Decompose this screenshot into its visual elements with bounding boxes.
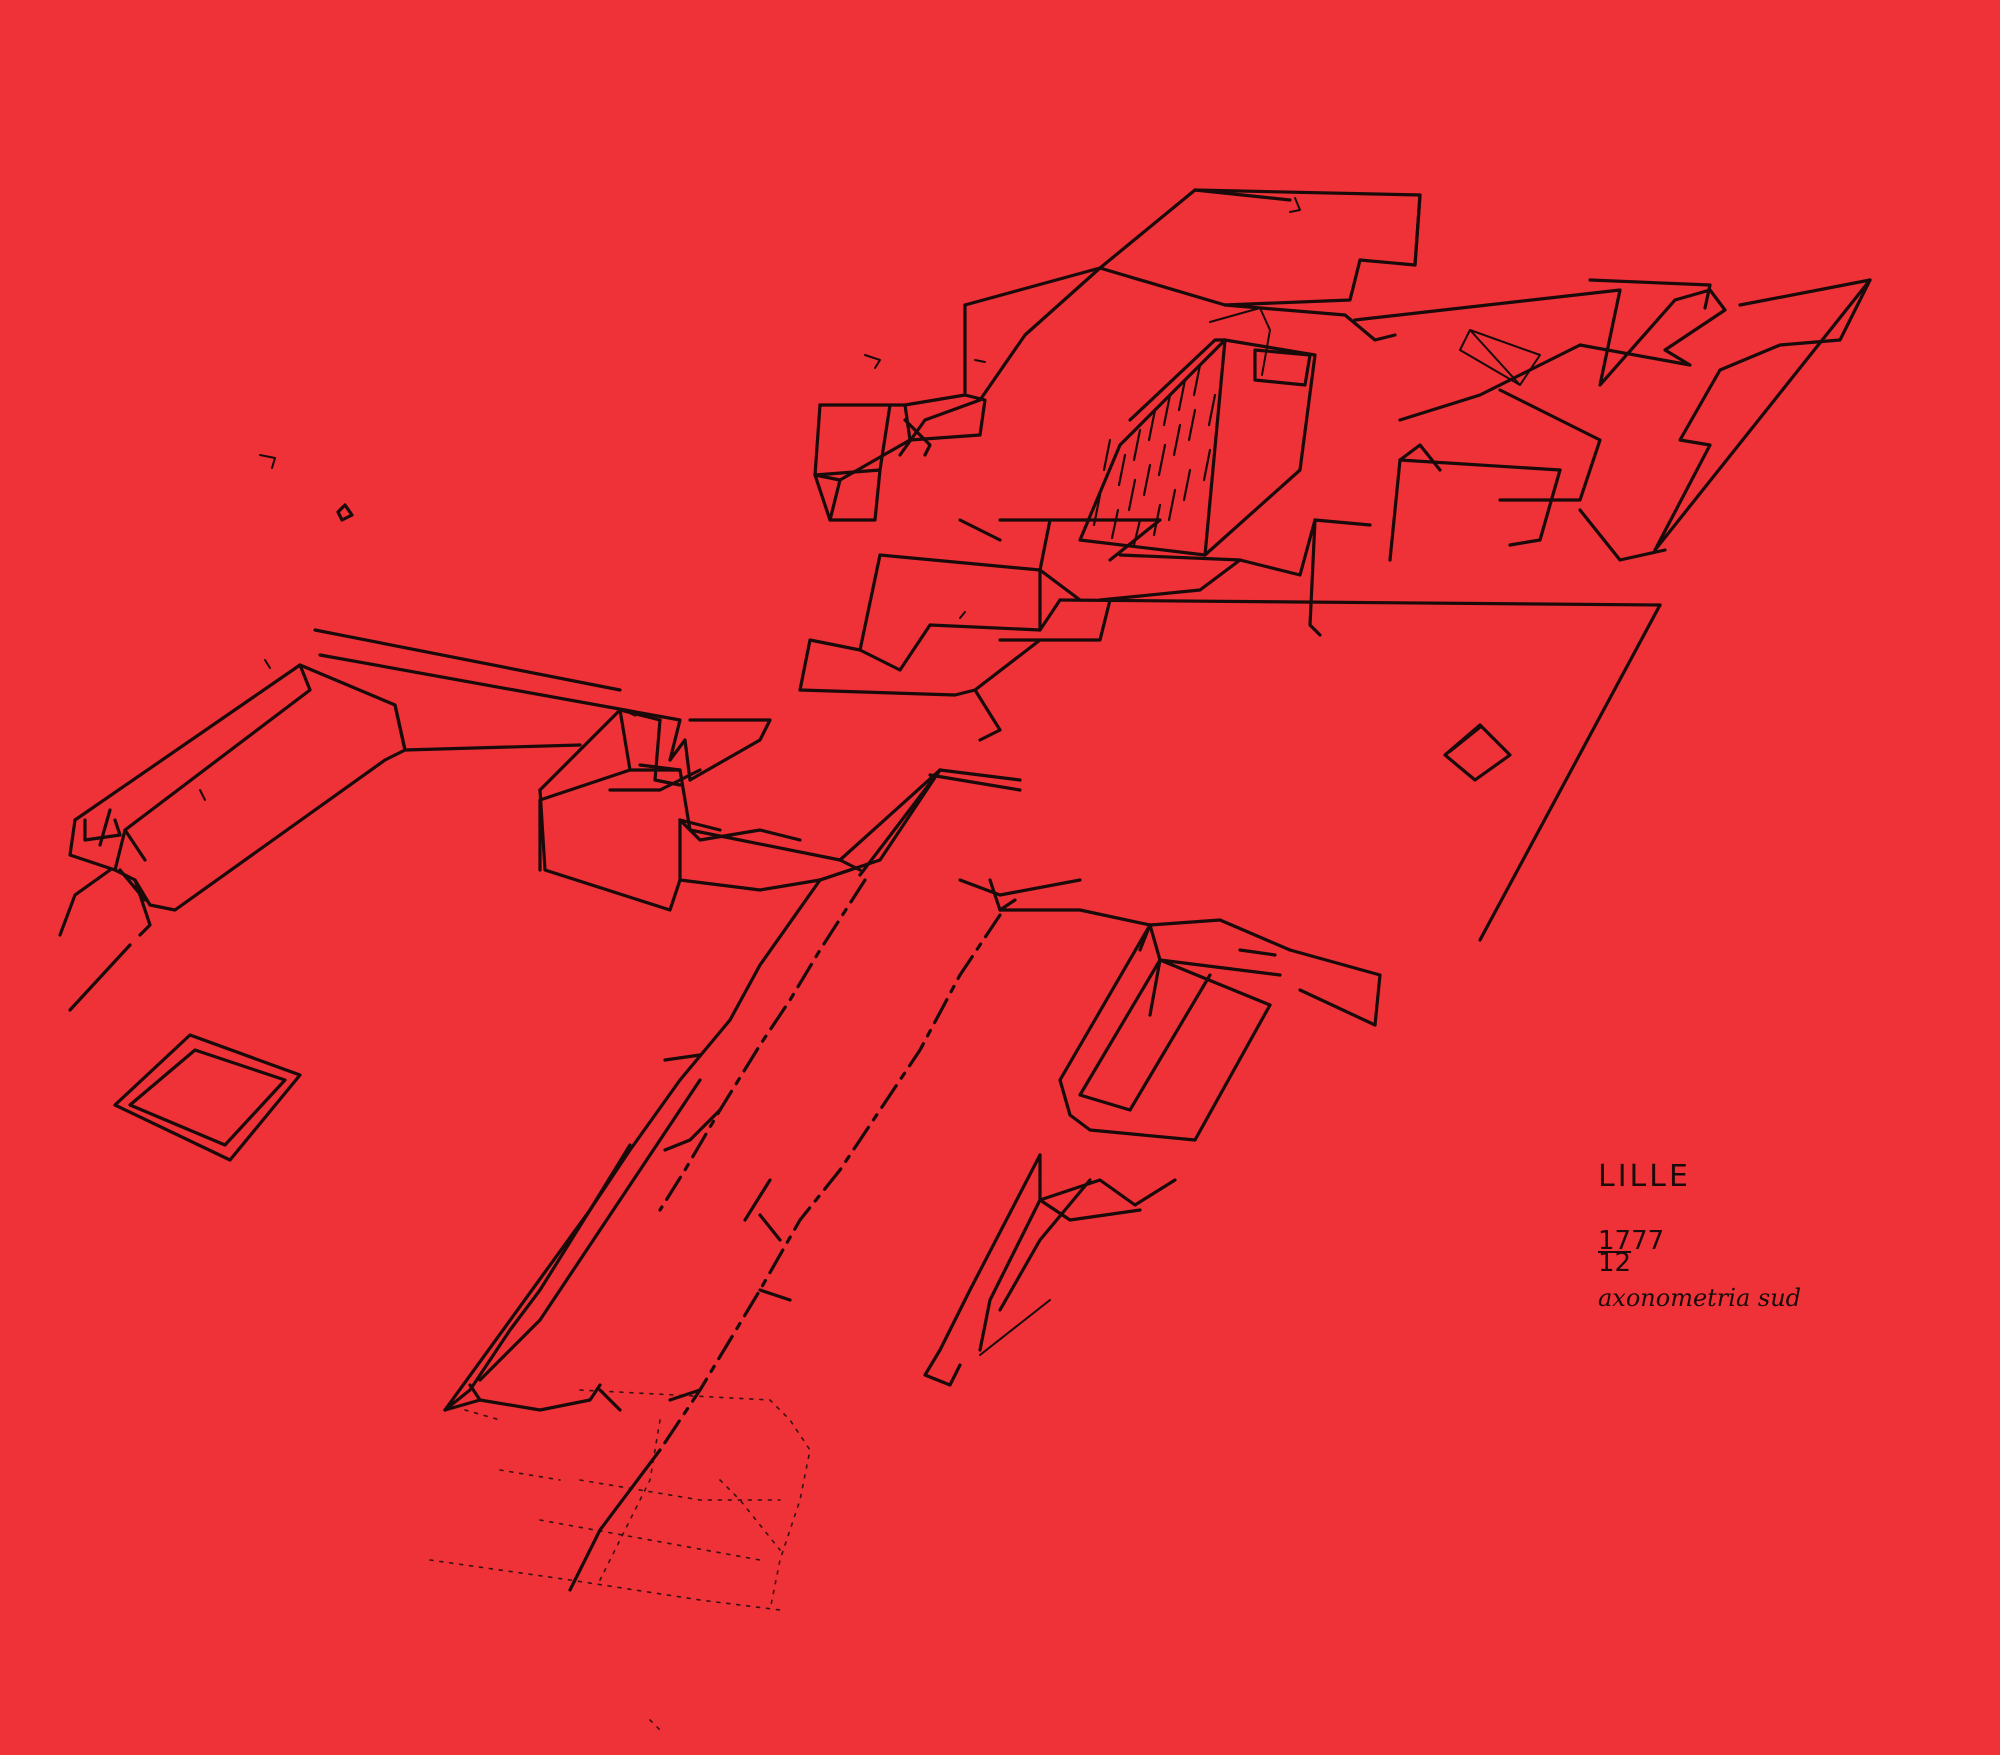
left-wall bbox=[313, 628, 772, 792]
lower-right-blocks bbox=[923, 923, 1272, 1387]
upper-left-block bbox=[813, 266, 1102, 522]
date-year: 77 bbox=[1631, 1226, 1665, 1256]
date-label: 1777 12 bbox=[1598, 1226, 1801, 1278]
stray-marks bbox=[259, 354, 986, 669]
left-courtyard bbox=[58, 663, 582, 1012]
central-corridor bbox=[678, 768, 1382, 1027]
right-wing bbox=[1353, 278, 1872, 562]
faded-plaza bbox=[429, 1389, 811, 1731]
hatched-tower bbox=[1078, 338, 1317, 557]
sketch-caption: LILLE 1777 12 axonometria sud bbox=[1598, 1159, 1802, 1312]
left-square bbox=[113, 1033, 302, 1162]
central-box bbox=[538, 708, 722, 912]
left-street bbox=[443, 1078, 772, 1412]
middle-band bbox=[858, 443, 1562, 672]
diagonal-street bbox=[443, 768, 1002, 1592]
view-note: axonometria sud bbox=[1598, 1284, 1802, 1312]
date-day: 17 bbox=[1598, 1226, 1632, 1256]
top-block bbox=[898, 188, 1422, 457]
date-month: 12 bbox=[1598, 1248, 1632, 1278]
place-label: LILLE bbox=[1598, 1159, 1691, 1194]
right-plane bbox=[798, 598, 1662, 942]
